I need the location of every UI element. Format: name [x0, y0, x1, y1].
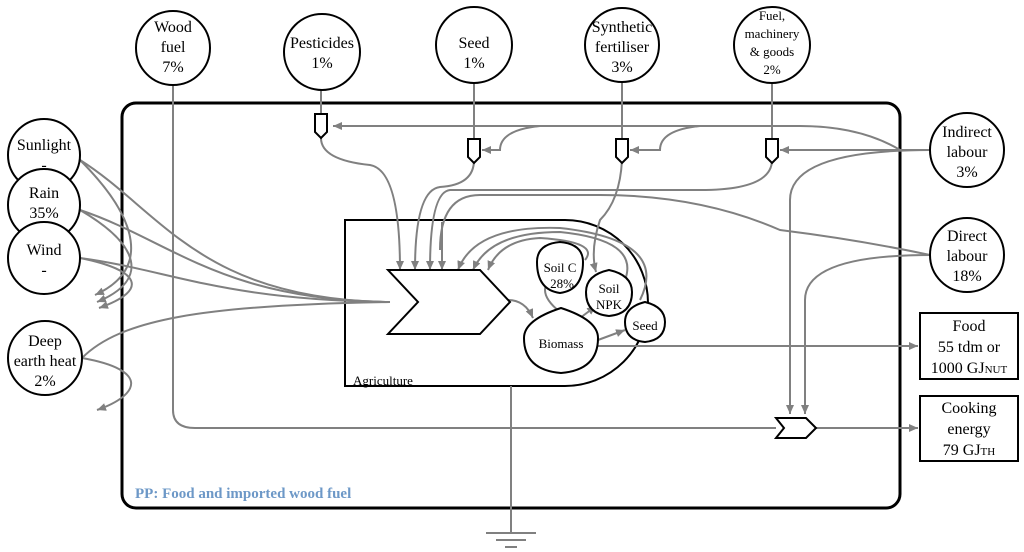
svg-text:Direct: Direct	[947, 228, 988, 245]
svg-text:Seed: Seed	[458, 35, 489, 52]
svg-text:2%: 2%	[34, 373, 55, 390]
agriculture-label: Agriculture	[353, 373, 413, 388]
svg-text:18%: 18%	[952, 268, 981, 285]
svg-text:3%: 3%	[956, 164, 977, 181]
svg-text:NPK: NPK	[596, 297, 623, 312]
source-seed: Seed 1%	[435, 6, 513, 84]
seed-storage: Seed	[623, 300, 667, 344]
svg-text:Sunlight: Sunlight	[17, 137, 72, 154]
soil-npk-storage: Soil NPK	[584, 268, 634, 318]
source-synthetic-fertiliser: Synthetic fertiliser 3%	[584, 7, 660, 83]
gate-fuel	[765, 138, 779, 165]
svg-text:labour: labour	[947, 144, 989, 161]
interaction-gates	[314, 113, 818, 439]
source-wood-fuel: Wood fuel 7%	[135, 10, 211, 86]
source-pesticides: Pesticides 1%	[283, 13, 361, 91]
svg-text:Soil: Soil	[599, 281, 620, 296]
svg-text:Rain: Rain	[29, 185, 59, 202]
svg-text:Synthetic: Synthetic	[592, 19, 652, 36]
heat-sink-icon	[486, 532, 536, 548]
svg-text:28%: 28%	[550, 276, 574, 291]
svg-text:energy: energy	[947, 421, 990, 438]
svg-text:earth heat: earth heat	[14, 353, 77, 370]
flows	[79, 80, 931, 532]
svg-text:-: -	[41, 157, 46, 174]
gate-seed-input	[467, 138, 481, 165]
gate-fertiliser	[615, 138, 629, 165]
source-wind: Wind -	[7, 221, 81, 295]
svg-text:-: -	[41, 262, 46, 279]
output-food: Food 55 tdm or 1000 GJNUT	[919, 312, 1019, 380]
svg-text:Pesticides: Pesticides	[290, 35, 354, 52]
svg-text:3%: 3%	[611, 59, 632, 76]
svg-text:Deep: Deep	[28, 333, 62, 350]
source-indirect-labour: Indirect labour 3%	[929, 112, 1005, 188]
svg-text:1%: 1%	[463, 55, 484, 72]
svg-text:Indirect: Indirect	[942, 124, 992, 141]
svg-text:Soil C: Soil C	[544, 260, 577, 275]
source-deep-earth-heat: Deep earth heat 2%	[7, 320, 83, 396]
source-fuel-machinery-goods: Fuel, machinery & goods 2%	[733, 6, 811, 84]
biomass-storage: Biomass	[522, 306, 600, 375]
gate-pesticides	[314, 113, 328, 140]
diagram-title: PP: Food and imported wood fuel	[135, 486, 351, 502]
svg-text:1%: 1%	[311, 55, 332, 72]
source-rain: Rain 35%	[7, 168, 81, 242]
svg-text:Cooking: Cooking	[941, 400, 996, 417]
svg-text:fuel: fuel	[161, 39, 186, 56]
svg-text:fertiliser: fertiliser	[595, 39, 650, 56]
svg-text:79 GJTH: 79 GJTH	[943, 442, 996, 459]
svg-text:2%: 2%	[763, 62, 781, 77]
production-process	[385, 269, 512, 335]
svg-text:labour: labour	[947, 248, 989, 265]
svg-text:1000 GJNUT: 1000 GJNUT	[931, 360, 1008, 377]
svg-text:7%: 7%	[162, 59, 183, 76]
svg-text:35%: 35%	[29, 205, 58, 222]
svg-text:Seed: Seed	[632, 318, 658, 333]
svg-text:& goods: & goods	[750, 44, 794, 59]
svg-text:Biomass: Biomass	[539, 336, 584, 351]
source-direct-labour: Direct labour 18%	[929, 217, 1005, 293]
svg-text:Fuel,: Fuel,	[759, 8, 785, 23]
svg-text:Wood: Wood	[154, 19, 192, 36]
soil-c-storage: Soil C 28%	[535, 240, 585, 295]
svg-text:Food: Food	[953, 318, 986, 335]
output-cooking-energy: Cooking energy 79 GJTH	[919, 395, 1019, 462]
cooking-gate	[773, 417, 818, 439]
svg-text:55 tdm or: 55 tdm or	[938, 339, 1001, 356]
svg-text:machinery: machinery	[745, 26, 800, 41]
svg-text:Wind: Wind	[27, 242, 62, 259]
